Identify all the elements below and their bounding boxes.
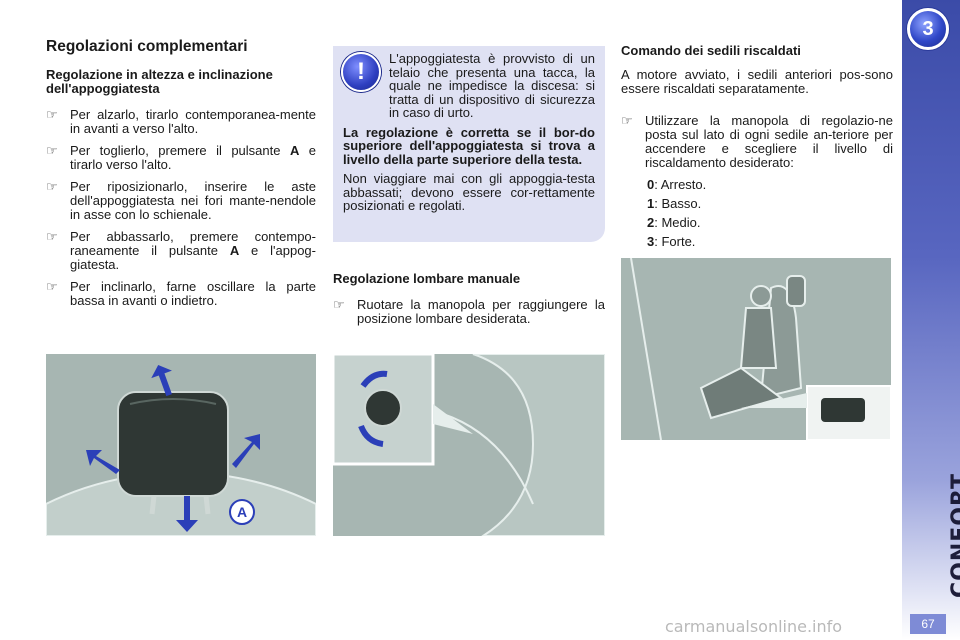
pointing-hand-icon: ☞ — [333, 297, 345, 312]
heat-level: 3: Forte. — [647, 234, 696, 249]
heat-level: 1: Basso. — [647, 196, 702, 211]
info-paragraph: L'appoggiatesta è provvisto di un telaio… — [389, 51, 595, 120]
pointing-hand-icon: ☞ — [621, 113, 633, 128]
list-item: ☞Ruotare la manopola per raggiungere la … — [333, 297, 605, 326]
list-item: ☞Per alzarlo, tirarlo contemporanea-ment… — [46, 107, 316, 136]
heat-level: 0: Arresto. — [647, 177, 707, 192]
section-title: Regolazioni complementari — [46, 38, 248, 55]
headrest-section: Regolazioni complementari Regolazione in… — [46, 38, 316, 316]
page-number: 67 — [910, 614, 946, 634]
pointing-hand-icon: ☞ — [46, 279, 58, 294]
warning-icon: ! — [341, 52, 381, 92]
heated-seat-illustration — [621, 258, 891, 440]
list-item: ☞Per toglierlo, premere il pulsante A e … — [46, 143, 317, 172]
heated-seats-section: Comando dei sedili riscaldati A motore a… — [621, 44, 893, 254]
heated-seats-intro: A motore avviato, i sedili anteriori pos… — [621, 67, 893, 96]
heat-level: 2: Medio. — [647, 215, 701, 230]
lumbar-illustration — [333, 354, 605, 536]
pointing-hand-icon: ☞ — [46, 107, 58, 122]
heated-seats-title: Comando dei sedili riscaldati — [621, 43, 801, 58]
chapter-sidebar: 3 CONFORT 67 — [902, 0, 960, 640]
list-item: ☞Per inclinarlo, farne oscillare la part… — [46, 279, 316, 308]
pointing-hand-icon: ☞ — [46, 229, 58, 244]
headrest-illustration: A — [46, 354, 316, 536]
pointing-hand-icon: ☞ — [46, 143, 58, 158]
list-item: ☞Per riposizionarlo, inserire le aste de… — [46, 179, 316, 222]
lumbar-section: Regolazione lombare manuale ☞Ruotare la … — [333, 272, 605, 334]
callout-label: A — [237, 504, 247, 520]
list-item: ☞Utilizzare la manopola di regolazio-ne … — [621, 113, 893, 170]
chapter-badge: 3 — [907, 8, 949, 50]
info-box: ! L'appoggiatesta è provvisto di un tela… — [333, 46, 605, 242]
info-paragraph-bold: La regolazione è corretta se il bor-do s… — [343, 124, 595, 167]
list-item: ☞Per abbassarlo, premere contempo-raneam… — [46, 229, 316, 272]
watermark: carmanualsonline.info — [665, 617, 843, 636]
chapter-title: CONFORT — [948, 473, 960, 598]
info-paragraph: Non viaggiare mai con gli appoggia-testa… — [343, 171, 595, 213]
headrest-steps: ☞Per alzarlo, tirarlo contemporanea-ment… — [46, 108, 316, 308]
lumbar-title: Regolazione lombare manuale — [333, 271, 521, 286]
headrest-subtitle: Regolazione in altezza e inclinazione de… — [46, 67, 273, 96]
pointing-hand-icon: ☞ — [46, 179, 58, 194]
heat-levels: 0: Arresto. 1: Basso. 2: Medio. 3: Forte… — [647, 178, 893, 249]
